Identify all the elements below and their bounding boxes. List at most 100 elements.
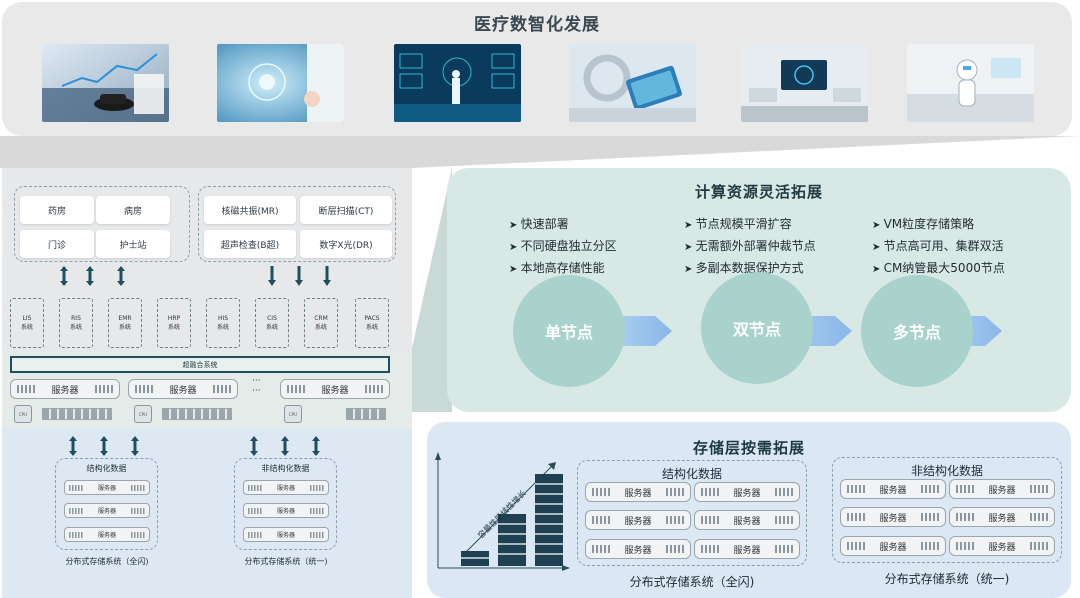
left-structured-caption: 分布式存储系统（全闪) xyxy=(65,557,149,566)
structured-server-6: 服务器 xyxy=(694,539,800,559)
cpu-chip-icon: CPU xyxy=(14,405,32,423)
capacity-growth-diagram xyxy=(435,452,570,571)
hci-server-3: 服务器 xyxy=(280,379,390,399)
imaging-tile-dr: 数字X光(DR) xyxy=(300,230,392,258)
system-box-ris: RIS 系统 xyxy=(59,298,93,348)
hci-system-bar: 超融合系统 xyxy=(10,356,390,373)
left-unstructured-server-3: 服务器 xyxy=(243,527,329,542)
ellipsis-text: ··· xyxy=(252,386,261,396)
system-name: CIS xyxy=(267,315,277,322)
compute-bullets-single: 快速部署 不同硬盘独立分区 本地高存储性能 xyxy=(509,214,617,280)
double-arrow-icon xyxy=(60,266,68,286)
unstructured-server-2: 服务器 xyxy=(949,479,1055,499)
banner-photo-6 xyxy=(907,44,1034,122)
left-structured-server-2: 服务器 xyxy=(64,503,150,518)
compute-bullets-dual: 节点规模平滑扩容 无需额外部署仲裁节点 多副本数据保护方式 xyxy=(684,214,816,280)
bullet-item: 多副本数据保护方式 xyxy=(684,258,816,280)
system-suffix: 系统 xyxy=(314,324,327,331)
system-name: EMR xyxy=(118,315,132,322)
system-suffix: 系统 xyxy=(69,324,82,331)
double-arrow-icon xyxy=(281,436,289,456)
banner-title: 医疗数智化发展 xyxy=(474,15,600,35)
ram-module-icon xyxy=(346,408,386,420)
structured-server-4: 服务器 xyxy=(694,510,800,530)
unstructured-server-1: 服务器 xyxy=(840,479,946,499)
stage-circle-dual-node: 双节点 xyxy=(701,272,813,384)
double-arrow-icon xyxy=(312,436,320,456)
imaging-group xyxy=(198,186,396,262)
double-arrow-icon xyxy=(100,436,108,456)
server-label: 服务器 xyxy=(321,385,349,396)
banner-funnel xyxy=(0,136,1080,168)
left-structured-server-1: 服务器 xyxy=(64,480,150,495)
unstructured-storage-caption: 分布式存储系统（统一) xyxy=(884,572,1010,586)
unstructured-server-3: 服务器 xyxy=(840,507,946,527)
system-name: LIS xyxy=(22,315,32,322)
system-name: HRP xyxy=(167,315,181,322)
double-arrow-icon xyxy=(69,436,77,456)
unstructured-server-6: 服务器 xyxy=(949,536,1055,556)
bullet-item: 不同硬盘独立分区 xyxy=(509,236,617,258)
system-suffix: 系统 xyxy=(167,324,180,331)
left-structured-storage-group xyxy=(55,458,158,550)
down-arrow-icon xyxy=(268,266,276,286)
ram-module-icon xyxy=(162,408,232,420)
dept-tile-outpatient: 门诊 xyxy=(20,230,94,258)
unstructured-storage-group xyxy=(832,457,1062,563)
system-box-hrp: HRP 系统 xyxy=(157,298,191,348)
system-suffix: 系统 xyxy=(118,324,131,331)
down-arrow-icon xyxy=(295,266,303,286)
banner-photo-3 xyxy=(394,44,521,122)
ram-module-icon xyxy=(42,408,112,420)
system-suffix: 系统 xyxy=(20,324,33,331)
left-unstructured-storage-group xyxy=(234,458,337,550)
banner-photo-1 xyxy=(42,44,169,122)
stage-circle-single-node: 单节点 xyxy=(513,275,625,387)
banner-photo-2 xyxy=(217,44,344,122)
structured-server-1: 服务器 xyxy=(585,482,691,502)
bullet-item: 无需额外部署仲裁节点 xyxy=(684,236,816,258)
panel-connector-wedge xyxy=(412,168,452,412)
left-unstructured-title: 非结构化数据 xyxy=(261,464,310,473)
arrows-row-bottom xyxy=(69,436,320,456)
dept-tile-pharmacy: 药房 xyxy=(20,196,94,224)
bullet-item: 本地高存储性能 xyxy=(509,258,617,280)
system-name: RIS xyxy=(71,315,81,322)
left-structured-title: 结构化数据 xyxy=(86,464,127,473)
structured-server-5: 服务器 xyxy=(585,539,691,559)
banner-photo-4 xyxy=(569,44,696,122)
compute-bullets-multi: VM粒度存储策略 节点高可用、集群双活 CM纳管最大5000节点 xyxy=(872,214,1005,280)
double-arrow-icon xyxy=(131,436,139,456)
cpu-chip-icon: CPU xyxy=(284,405,302,423)
compute-panel-title: 计算资源灵活拓展 xyxy=(694,183,823,201)
arrows-row-top xyxy=(60,266,331,286)
unstructured-server-5: 服务器 xyxy=(840,536,946,556)
down-arrow-icon xyxy=(323,266,331,286)
left-structured-server-3: 服务器 xyxy=(64,527,150,542)
hci-ellipsis: ······ xyxy=(252,376,261,396)
stage-circle-multi-node: 多节点 xyxy=(861,275,973,387)
system-name: PACS xyxy=(364,315,380,322)
left-unstructured-server-1: 服务器 xyxy=(243,480,329,495)
imaging-tile-ct: 断层扫描(CT) xyxy=(300,196,392,224)
structured-storage-title: 结构化数据 xyxy=(661,467,722,481)
department-group xyxy=(14,186,190,262)
system-suffix: 系统 xyxy=(216,324,229,331)
bullet-item: VM粒度存储策略 xyxy=(872,214,1005,236)
dept-tile-ward: 病房 xyxy=(96,196,170,224)
system-name: HIS xyxy=(217,315,229,322)
bullet-item: 节点规模平滑扩容 xyxy=(684,214,816,236)
hci-server-2: 服务器 xyxy=(128,379,238,399)
left-unstructured-server-2: 服务器 xyxy=(243,503,329,518)
left-unstructured-caption: 分布式存储系统（统一) xyxy=(244,557,328,566)
system-box-crm: CRM 系统 xyxy=(304,298,338,348)
hci-server-1: 服务器 xyxy=(10,379,120,399)
structured-storage-group xyxy=(577,460,807,566)
server-label: 服务器 xyxy=(169,385,197,396)
double-arrow-icon xyxy=(86,266,94,286)
system-name: CRM xyxy=(314,315,328,322)
ellipsis-text: ··· xyxy=(252,376,261,386)
banner-photo-5 xyxy=(741,44,868,122)
